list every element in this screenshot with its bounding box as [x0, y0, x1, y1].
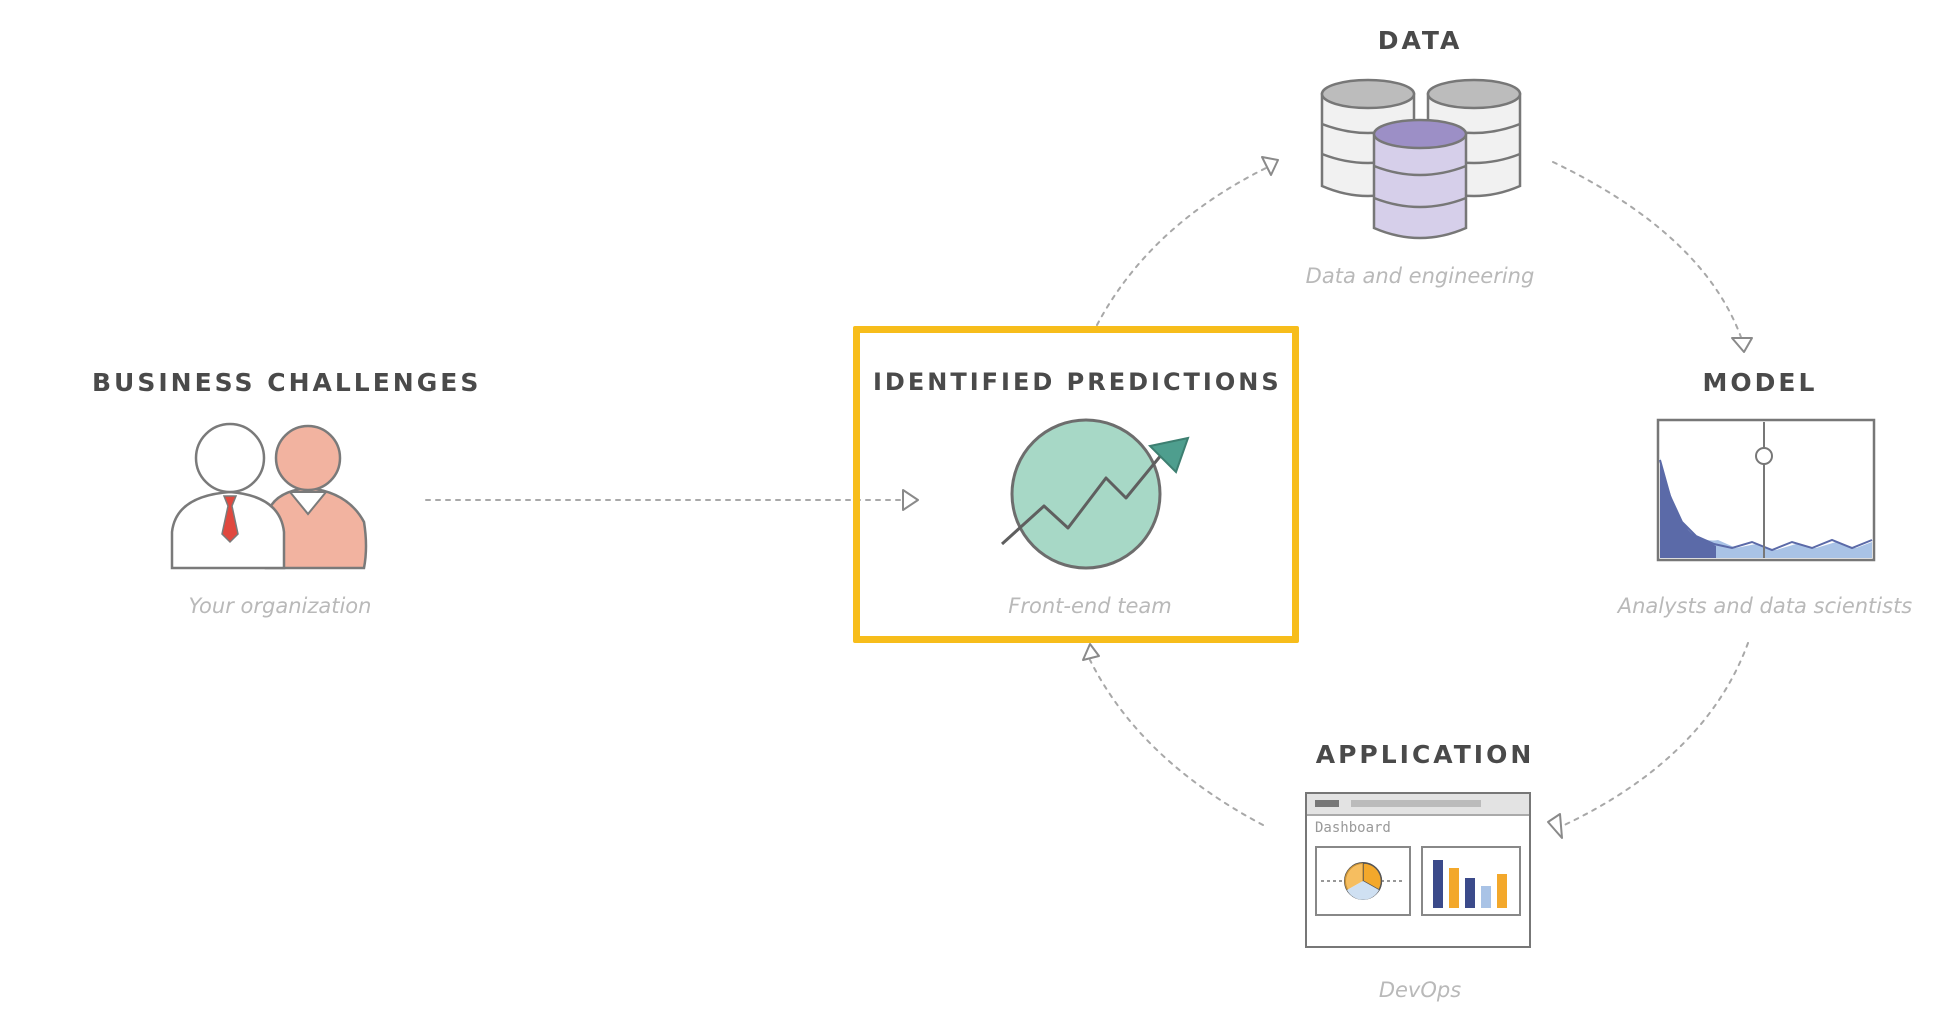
connector-predictions-to-data — [1096, 166, 1269, 326]
model-chart-icon — [1656, 418, 1876, 562]
node-title-application: APPLICATION — [1315, 740, 1535, 769]
node-title-business: BUSINESS CHALLENGES — [92, 368, 482, 397]
connector-model-to-application — [1557, 642, 1749, 829]
database-icon — [1320, 78, 1522, 240]
node-caption-data: Data and engineering — [1305, 264, 1535, 288]
node-caption-business: Your organization — [188, 594, 372, 618]
people-icon — [170, 422, 368, 570]
arrowhead-data — [1261, 156, 1279, 176]
dashboard-pie-panel — [1315, 846, 1411, 916]
node-caption-predictions: Front-end team — [1008, 594, 1172, 618]
arrowhead-return — [1082, 643, 1100, 661]
dashboard-bar-panel — [1421, 846, 1521, 916]
growth-chart-icon — [1000, 418, 1190, 570]
node-title-predictions: IDENTIFIED PREDICTIONS — [873, 368, 1282, 396]
arrowhead-application — [1547, 813, 1563, 839]
connector-data-to-model — [1552, 161, 1743, 341]
highlight-frame — [853, 326, 1299, 643]
dashboard-label: Dashboard — [1315, 820, 1391, 836]
node-title-data: DATA — [1377, 26, 1463, 55]
node-title-model: MODEL — [1702, 368, 1818, 397]
arrowhead-predictions — [902, 489, 919, 511]
dashboard-icon: Dashboard — [1305, 792, 1531, 948]
dashboard-titlebar — [1307, 794, 1529, 816]
node-caption-application: DevOps — [1378, 978, 1462, 1002]
node-caption-model: Analysts and data scientists — [1617, 594, 1913, 618]
connector-application-to-predictions — [1089, 659, 1264, 826]
arrowhead-model — [1731, 337, 1753, 353]
